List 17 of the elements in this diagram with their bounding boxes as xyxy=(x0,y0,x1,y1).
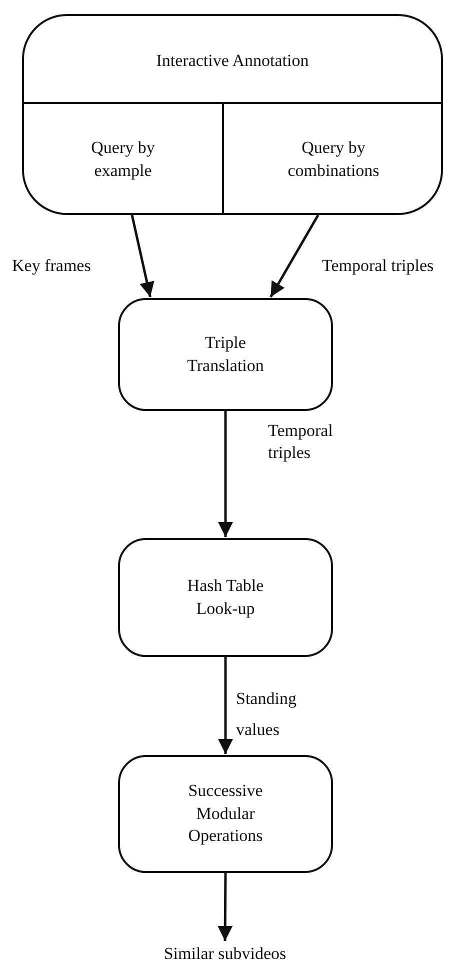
box-label: Successive Modular Operations xyxy=(187,780,264,848)
query-panel xyxy=(24,102,224,215)
box-label: Hash Table Look-up xyxy=(186,574,265,620)
box-label: Query by combinations xyxy=(286,136,380,182)
box-label: Interactive Annotation xyxy=(156,50,309,72)
process-box xyxy=(118,298,333,411)
output-label: Similar subvideos xyxy=(164,942,286,965)
box-label: Triple Translation xyxy=(186,332,265,376)
process-box xyxy=(118,538,333,657)
arrow xyxy=(270,214,320,298)
arrow xyxy=(218,657,233,754)
box-label: Query by example xyxy=(90,136,156,182)
process-box xyxy=(118,755,333,873)
arrow xyxy=(130,214,154,298)
arrow xyxy=(218,873,233,941)
arrow xyxy=(218,411,233,537)
process-box xyxy=(22,14,443,215)
